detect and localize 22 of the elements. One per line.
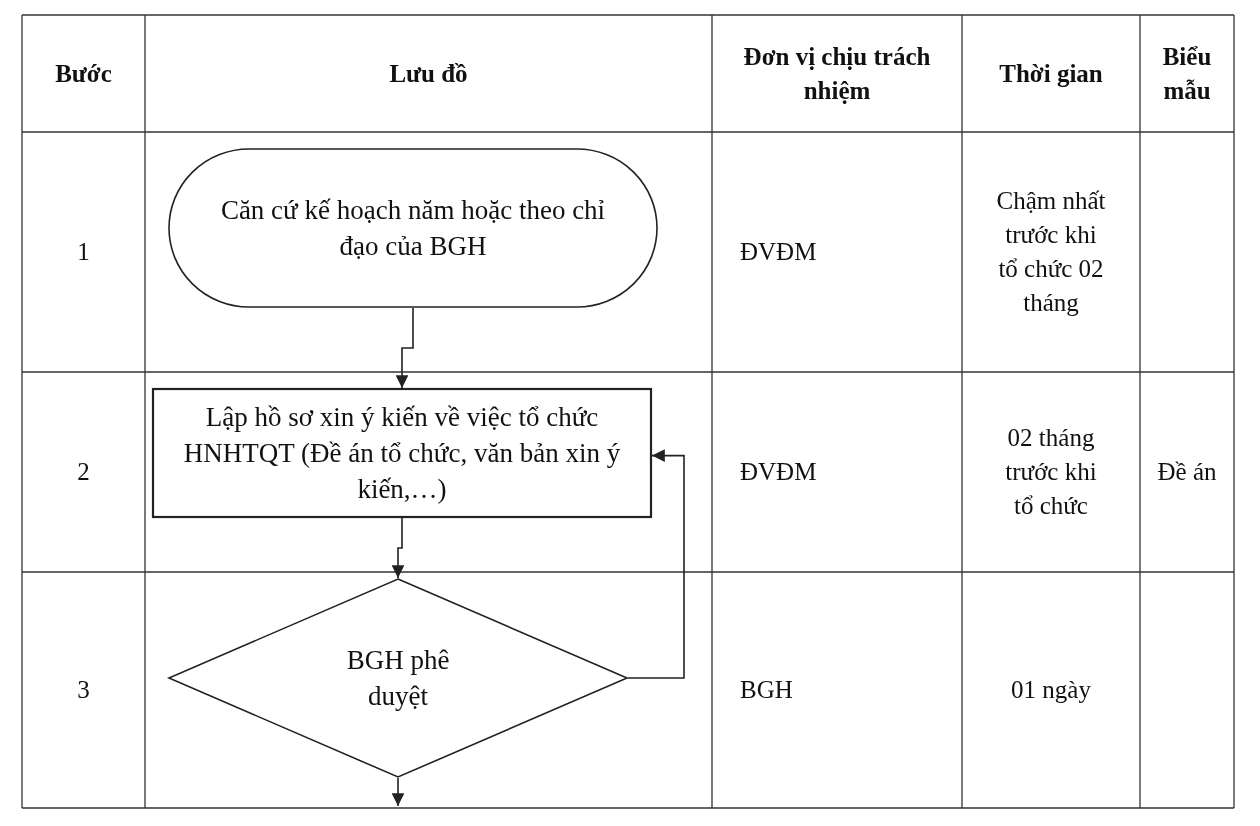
arrow [391,777,405,807]
header-text: Bước [55,58,112,89]
arrow [627,449,685,679]
unit-text: ĐVĐM [740,457,817,487]
arrow [391,517,405,579]
decision-diamond: BGH phê duyệt [168,578,628,778]
time-text: 02 tháng trước khi tổ chức [1004,423,1098,521]
unit-text: BGH [740,675,793,705]
header-text: Đơn vị chịu trách nhiệm [742,41,932,106]
arrow [395,307,414,389]
step-number: 3 [77,675,90,705]
unit-text: ĐVĐM [740,237,817,267]
step-number: 1 [77,237,90,267]
form-text: Đề án [1157,457,1217,487]
time-text: 01 ngày [1011,675,1091,705]
header-text: Lưu đồ [389,58,468,89]
terminator-shape: Căn cứ kế hoạch năm hoặc theo chỉ đạo của BGH [168,148,658,308]
header-text: Biểu mẫu [1161,41,1213,106]
step-number: 2 [77,457,90,487]
header-text: Thời gian [999,58,1103,89]
time-text: Chậm nhất trước khi tổ chức 02 tháng [996,186,1106,318]
process-box: Lập hồ sơ xin ý kiến về việc tổ chức HNHTQT (Đề án tổ chức, văn bản xin ý kiến,…) [152,388,652,518]
